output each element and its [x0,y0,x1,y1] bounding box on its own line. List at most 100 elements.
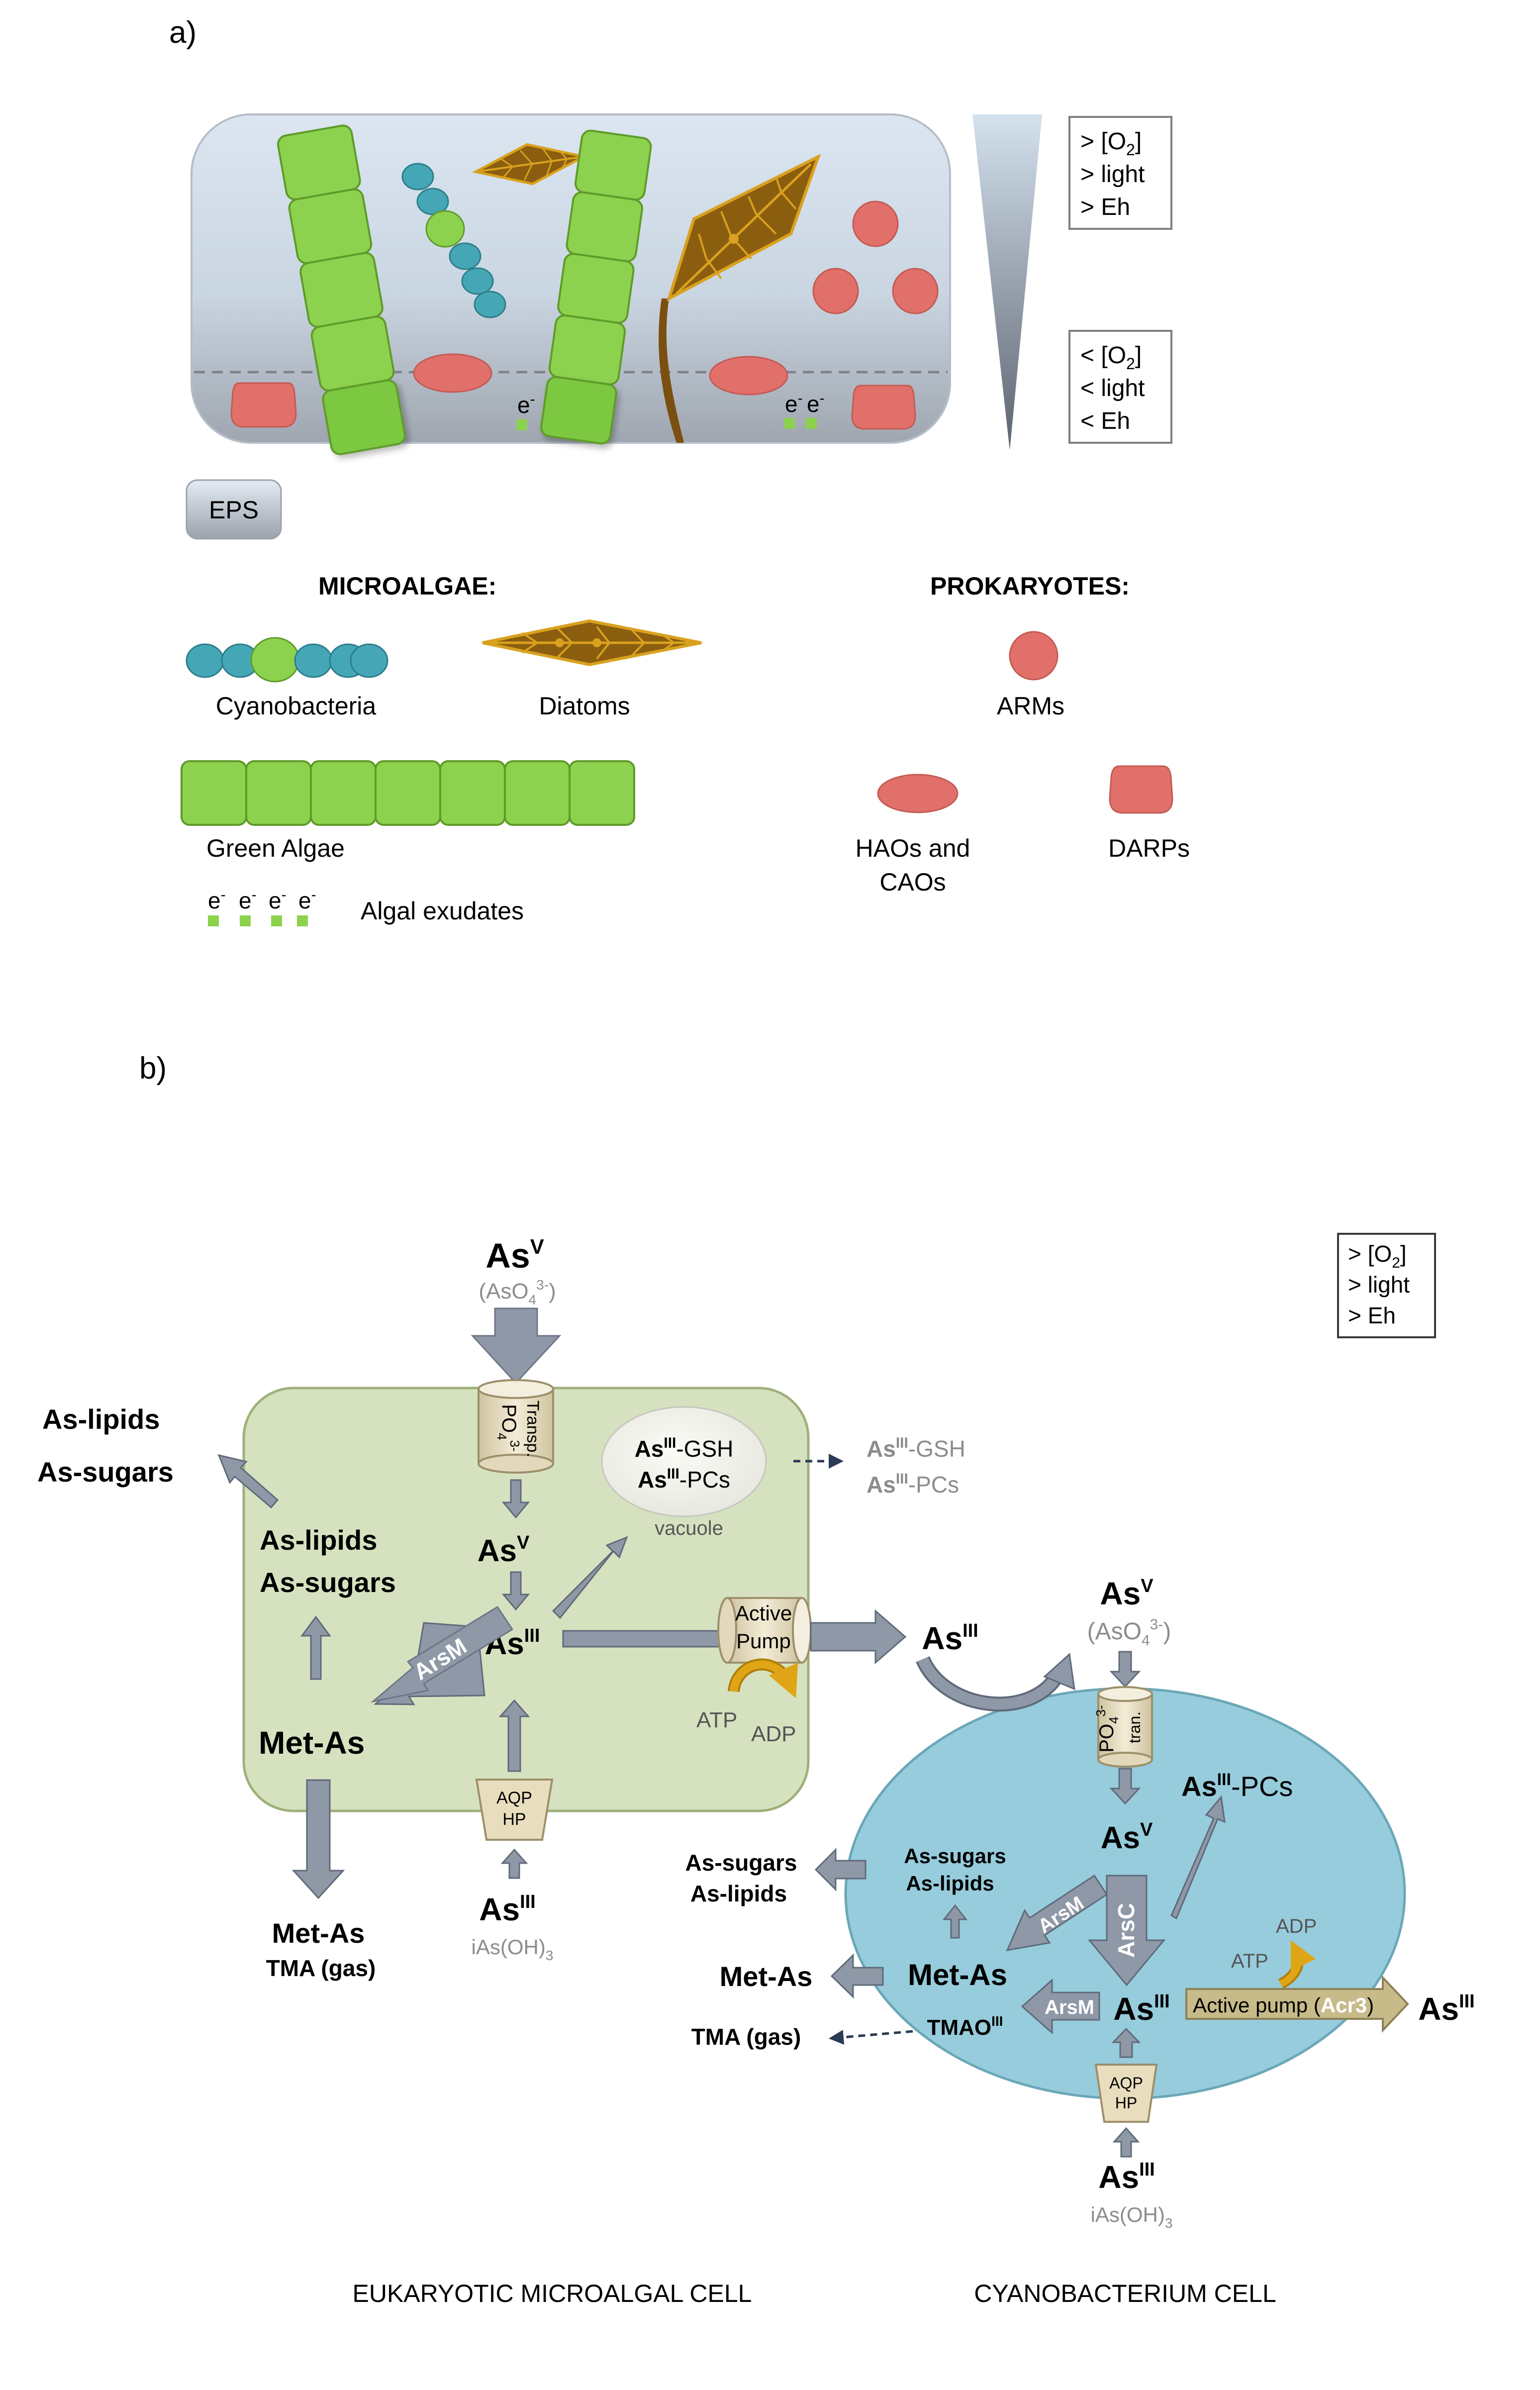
cyanobacteria-legend-label: Cyanobacteria [216,692,377,720]
exudate-square-3 [806,418,817,429]
svg-text:Active: Active [735,1601,792,1625]
cyano-arsm-label-horiz: ArsM [1045,1996,1094,2018]
cyano-met-as: Met-As [908,1958,1007,1992]
aqp-channel-cyano: AQP HP [1094,2064,1158,2123]
po4-transporter-cyano: PO43- tran. [1093,1686,1153,1768]
cyano-asiii-internal: AsIII [1113,1991,1170,2027]
arms-legend-icon [1009,631,1059,681]
euk-arsm-arrow: ArsM [370,1605,514,1705]
cyano-arrow-asv-in [1109,1651,1141,1688]
euk-external-as-sugars: As-sugars [37,1456,174,1488]
svg-text:AQP: AQP [1109,2074,1143,2092]
cyano-arrow-asv-to-pcs [1170,1795,1226,1920]
cyano-adp-label: ADP [1276,1915,1317,1937]
svg-text:Active pump (Acr3): Active pump (Acr3) [1193,1993,1374,2017]
eps-label: EPS [209,496,259,524]
oxic-conditions-box-b: > [O2] > light > Eh [1337,1233,1436,1338]
microalgae-header: MICROALGAE: [318,572,496,600]
diatom-large [659,153,821,443]
po4-transporter-euk: PO43- Transp. [478,1379,554,1474]
darps-legend-icon [1109,765,1173,814]
cyano-external-as-sugars: As-sugars [685,1850,797,1876]
cyano-tmao: TMAOIII [927,2013,1003,2040]
anoxic-conditions-box: < [O2] < light < Eh [1068,330,1172,444]
cyano-asiii-external: AsIII [1098,2159,1155,2195]
darp-cell-1 [230,382,297,428]
cyano-arrow-aqp-to-asiii [1111,2027,1141,2058]
svg-text:AQP: AQP [496,1789,532,1807]
euk-arrow-asiii-into-aqp [500,1848,528,1879]
cyano-external-as-lipids: As-lipids [690,1881,787,1906]
cyano-internal-as-lipids: As-lipids [906,1872,994,1895]
vacuole-label: vacuole [655,1517,723,1539]
vacuole-gsh-label: AsIII-GSH [635,1435,734,1462]
cyano-arsc-label: ArsC [1113,1903,1139,1958]
svg-text:< [O2]: < [O2] [1080,342,1142,373]
algal-exudates-legend-label: Algal exudates [361,897,524,925]
cyano-internal-as-sugars: As-sugars [904,1844,1006,1868]
green-algae-legend-icon [181,760,635,826]
cyano-external-met-as: Met-As [720,1961,813,1992]
svg-text:Pump: Pump [736,1629,791,1653]
haos-legend-icon [877,774,959,813]
panel-b-label: b) [139,1051,167,1086]
svg-text:e-: e- [269,887,287,913]
cyano-tma-gas: TMA (gas) [691,2024,801,2050]
euk-met-as: Met-As [259,1725,365,1761]
euk-asv-external: AsV [485,1235,544,1275]
cyano-ias-label: iAs(OH)3 [1091,2203,1173,2231]
hao-cell-1 [413,353,492,393]
exudate-square-1 [516,419,527,430]
euk-arrow-aqp-to-asiii [498,1699,530,1772]
euk-arrow-lipids-out [217,1454,279,1509]
algal-exudates-legend-icon: e- e- e- e- [208,887,316,926]
gradient-wedge [972,114,1042,450]
euk-arrow-asiii-to-pump [562,1630,727,1648]
cyanobacterium-cell-caption: CYANOBACTERIUM CELL [974,2280,1276,2307]
hao-cell-2 [709,356,788,396]
cyano-arsc-arrow: ArsC [1087,1875,1166,1987]
euk-tma-gas: TMA (gas) [266,1955,376,1981]
biofilm: e- e- e- [191,113,951,455]
darps-legend-label: DARPs [1108,834,1190,862]
cyano-arrow-asiii-into-aqp [1112,2127,1140,2158]
svg-text:tran.: tran. [1126,1711,1144,1743]
cyano-asiii-exported: AsIII [1418,1991,1475,2027]
haos-legend-label-2: CAOs [879,868,946,896]
darp-cell-2 [851,385,916,430]
euk-arrow-asiii-to-vacuole [552,1536,628,1619]
arm-cell-1 [852,200,899,247]
vacuole [601,1406,767,1517]
svg-text:< light: < light [1080,375,1145,401]
euk-asv-internal: AsV [478,1532,530,1568]
vacuole-pcs-label: AsIII-PCs [638,1466,730,1493]
svg-text:> light: > light [1080,161,1145,188]
svg-text:> [O2]: > [O2] [1348,1241,1407,1271]
electron-1: e- [517,391,535,418]
cyanobacteria-legend-icon [186,637,388,683]
svg-text:> Eh: > Eh [1348,1302,1396,1328]
cyano-arrow-metas-out [830,1953,884,1999]
cyano-aso4-label: (AsO43-) [1087,1616,1171,1649]
cyano-asiii-pcs: AsIII-PCs [1181,1770,1293,1802]
cyano-active-pump-arrow: Active pump (Acr3) [1185,1975,1409,2033]
arms-legend-label: ARMs [997,692,1064,720]
euk-internal-as-sugars: As-sugars [260,1567,396,1598]
euk-internal-as-lipids: As-lipids [260,1524,377,1556]
exudate-square-2 [784,418,795,429]
svg-text:> light: > light [1348,1272,1410,1297]
cyano-dashed-tma-arrow [829,2030,913,2045]
cyano-arrow-sugars-out [814,1848,866,1892]
green-algae-legend-label: Green Algae [206,834,345,862]
cyano-arrow-metas-to-sugars [942,1904,968,1939]
cyano-asv-external: AsV [1100,1576,1154,1611]
svg-text:> Eh: > Eh [1080,194,1130,220]
prokaryotes-header: PROKARYOTES: [930,572,1130,600]
svg-text:> [O2]: > [O2] [1080,128,1142,159]
svg-text:Transp.: Transp. [523,1400,542,1457]
euk-aso4-label: (AsO43-) [479,1277,556,1307]
diatom-legend-icon [482,619,702,667]
euk-adp-label: ADP [751,1722,796,1746]
svg-text:e-: e- [298,887,316,913]
